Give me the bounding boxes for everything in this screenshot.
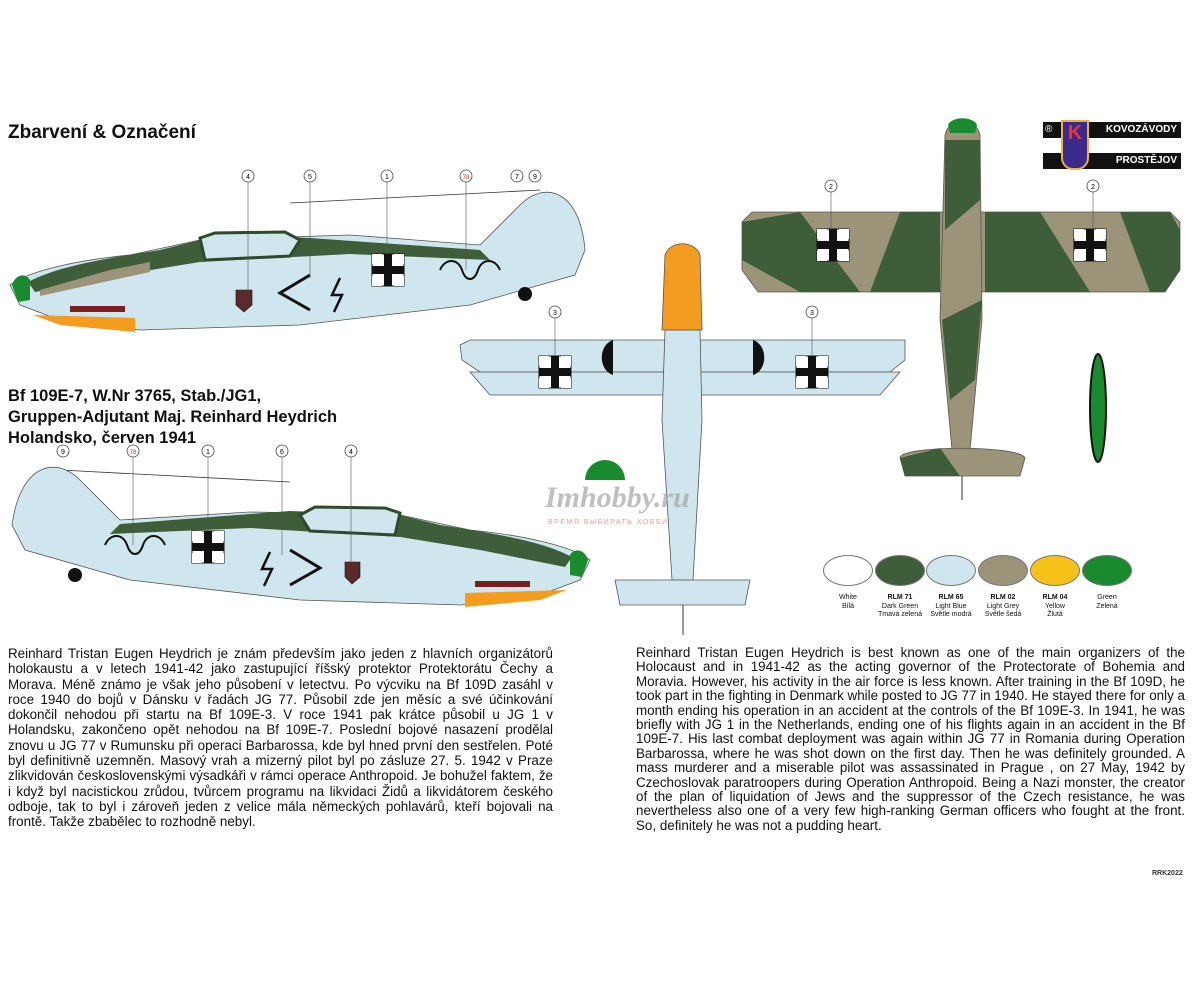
swatch-ellipse [1030, 555, 1080, 586]
callout-label: 9 [533, 174, 537, 181]
callout-label: 4 [246, 174, 250, 181]
callout-label: 7 [515, 174, 519, 181]
callout-label: 1 [206, 449, 210, 456]
underside-view: 3 3 [459, 243, 906, 635]
top-view: 2 2 [741, 118, 1181, 500]
caption-line: Bf 109E-7, W.Nr 3765, Stab./JG1, [8, 387, 262, 405]
registered-mark: ® [1045, 124, 1053, 135]
callout-label: 78 [130, 450, 137, 456]
callout-label: 2 [1091, 184, 1095, 191]
callout-label: 4 [349, 449, 353, 456]
page-title: Zbarvení & Označení [8, 122, 196, 143]
footer-code: RRK2022 [1152, 870, 1183, 877]
callout-label: 9 [61, 449, 65, 456]
callout-label: 1 [385, 174, 389, 181]
callouts-left: 4 5 1 78 7 9 [241, 169, 542, 292]
callout-label: 3 [810, 310, 814, 317]
swatch-ellipse [823, 555, 873, 586]
watermark-subtitle: ВРЕМЯ ВЫБИРАТЬ ХОББИ [548, 519, 669, 526]
callout-label: 6 [280, 449, 284, 456]
profile-right-view: 9 78 1 6 4 [11, 444, 591, 607]
watermark: Imhobby.ru [545, 481, 690, 514]
swatch-ellipse [875, 555, 925, 586]
swatch-ellipse [926, 555, 976, 586]
callout-label: 5 [308, 174, 312, 181]
callout-label: 78 [463, 175, 470, 181]
caption-line: Holandsko, červen 1941 [8, 429, 197, 447]
swatch-ellipse [978, 555, 1028, 586]
caption-line: Gruppen-Adjutant Maj. Reinhard Heydrich [8, 408, 338, 426]
swatch-ellipse [1082, 555, 1132, 586]
profile-left-view: 4 5 1 78 7 9 [9, 169, 586, 332]
aircraft-caption: Bf 109E-7, W.Nr 3765, Stab./JG1, Gruppen… [8, 386, 337, 449]
callout-label: 2 [829, 184, 833, 191]
history-text-czech: Reinhard Tristan Eugen Heydrich je znám … [8, 646, 553, 830]
kovozavody-logo: KOVOZÁVODY PROSTĚJOV ® K [1043, 120, 1181, 170]
callouts-right: 9 78 1 6 4 [56, 444, 358, 562]
callout-label: 3 [553, 310, 557, 317]
logo-shield: K [1061, 120, 1089, 170]
propeller-spinner-detail [1089, 353, 1107, 463]
history-text-english: Reinhard Tristan Eugen Heydrich is best … [636, 645, 1185, 833]
